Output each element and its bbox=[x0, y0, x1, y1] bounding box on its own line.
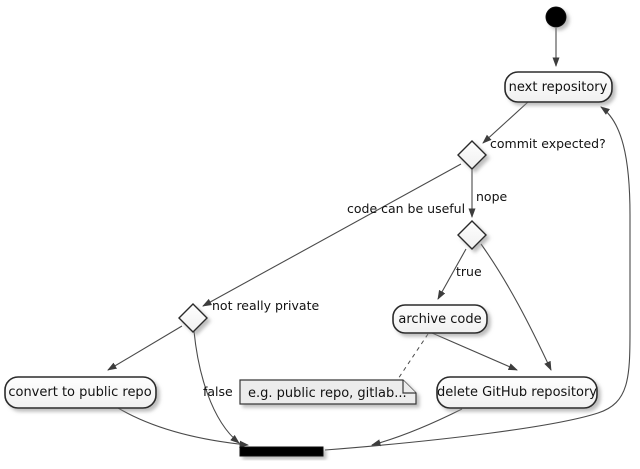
action-archive-code: archive code bbox=[392, 304, 488, 334]
label-false: false bbox=[203, 384, 233, 399]
note-shape bbox=[239, 379, 417, 405]
action-delete-github-repository-label: delete GitHub repository bbox=[437, 385, 597, 400]
edge-true-to-archive-code bbox=[437, 248, 467, 300]
edge-note-connector bbox=[397, 333, 429, 380]
edge-next-repository-to-commit-decision bbox=[482, 101, 529, 144]
edge-loop-back-to-next-repository bbox=[324, 106, 631, 451]
edge-labels: commit expected? nope code can be useful… bbox=[203, 136, 606, 399]
action-next-repository-shape bbox=[504, 71, 613, 103]
action-convert-to-public-repo-shape bbox=[4, 376, 157, 409]
edge-decision-to-delete-repository bbox=[480, 243, 552, 371]
decision-archive-or-delete bbox=[457, 220, 487, 250]
edges bbox=[107, 28, 631, 451]
edge-code-can-be-useful bbox=[202, 163, 462, 307]
end-join-bar bbox=[239, 446, 324, 457]
note-example-repos: e.g. public repo, gitlab... bbox=[239, 379, 417, 405]
label-nope: nope bbox=[476, 189, 508, 204]
action-next-repository: next repository bbox=[504, 71, 613, 103]
label-not-really-private: not really private bbox=[212, 298, 319, 313]
action-convert-to-public-repo-label: convert to public repo bbox=[8, 385, 151, 400]
note-text: e.g. public repo, gitlab... bbox=[248, 386, 407, 401]
label-true: true bbox=[456, 264, 482, 279]
label-commit-expected: commit expected? bbox=[490, 136, 606, 151]
edge-delete-to-join-bar bbox=[371, 408, 463, 447]
action-delete-github-repository-shape bbox=[436, 376, 598, 409]
note-fold-corner bbox=[402, 380, 416, 394]
action-next-repository-label: next repository bbox=[509, 80, 608, 95]
action-archive-code-shape bbox=[392, 304, 488, 334]
edge-archive-code-to-delete-repository bbox=[431, 332, 518, 371]
edge-convert-to-join-bar bbox=[117, 407, 249, 448]
decision-private-or-public bbox=[178, 303, 208, 333]
action-convert-to-public-repo: convert to public repo bbox=[4, 376, 157, 409]
action-delete-github-repository: delete GitHub repository bbox=[436, 376, 598, 409]
action-archive-code-label: archive code bbox=[398, 312, 481, 327]
decision-commit-expected bbox=[457, 140, 487, 170]
edge-not-really-private-to-convert bbox=[107, 325, 183, 371]
start-node bbox=[545, 6, 567, 28]
edge-false-to-join-bar bbox=[193, 330, 240, 444]
label-code-can-be-useful: code can be useful bbox=[347, 201, 465, 216]
